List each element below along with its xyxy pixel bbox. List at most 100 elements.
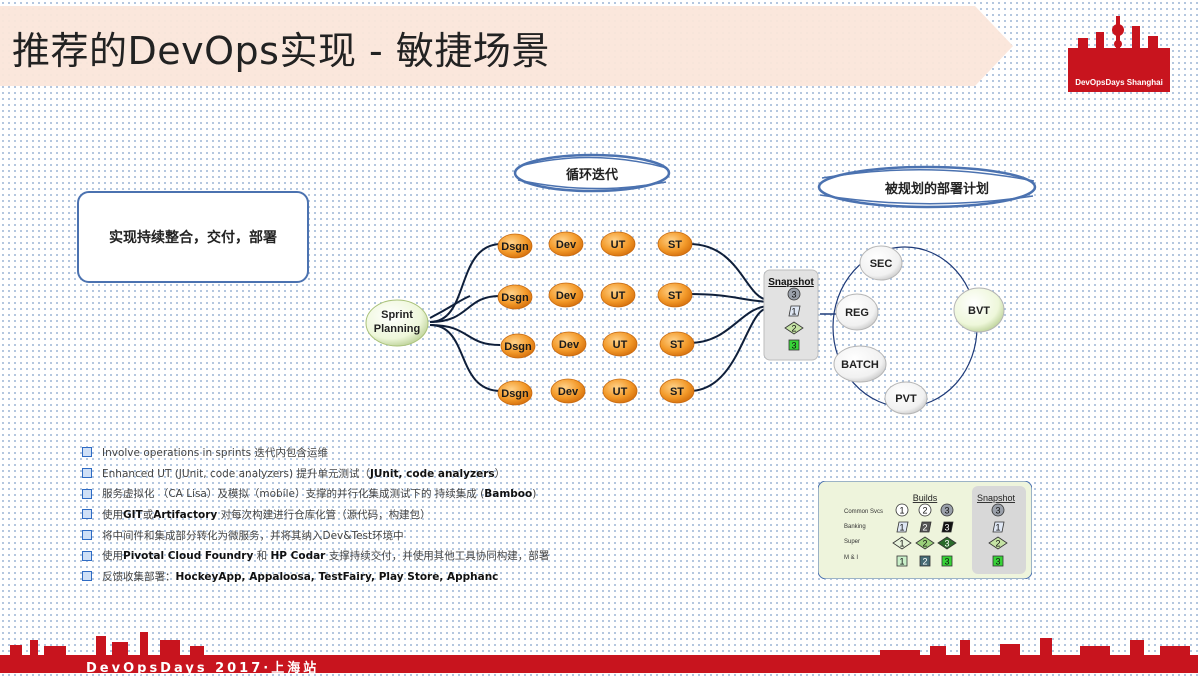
legend-snapshot-label: 1	[995, 523, 1000, 533]
legend-row-label: Super	[844, 539, 860, 545]
bullet-square-icon	[82, 488, 92, 499]
bullet-fragment: 将中间件和集成部分转化为微服务，并将其纳入Dev&Test环境中	[102, 529, 404, 542]
legend-build-item: 3	[941, 521, 954, 533]
stage-node: Dev	[550, 378, 586, 404]
stage-node: UT	[602, 331, 638, 357]
bullet-item: 使用GIT或Artifactory 对每次构建进行仓库化管（源代码，构建包）	[82, 504, 802, 525]
stage-node: Dev	[548, 231, 584, 257]
stage-node: ST	[657, 282, 693, 308]
stage-node: Dsgn	[497, 380, 533, 406]
bullet-emphasis: HP Codar	[270, 550, 326, 563]
stage-node-shape	[497, 233, 533, 259]
snapshot-item: 2	[784, 321, 804, 335]
stage-node-shape	[550, 378, 586, 404]
skyline-logo-icon	[1068, 16, 1170, 92]
bullet-item: 使用Pivotal Cloud Foundry 和 HP Codar 支撑持续交…	[82, 545, 802, 566]
stage-node-label: Dev	[558, 386, 579, 398]
stage-node: ST	[659, 331, 695, 357]
deploy-node-label: BATCH	[841, 359, 879, 371]
legend-build-label: 1	[899, 523, 904, 533]
stage-node-label: Dsgn	[504, 341, 532, 353]
snapshot-item-label: 3	[791, 290, 796, 300]
legend-snapshot-item: 1	[992, 521, 1005, 533]
legend-build-label: 2	[922, 523, 927, 533]
legend-snapshot-label: 3	[995, 506, 1000, 516]
legend-builds-label: Builds	[913, 493, 938, 503]
bullet-fragment: 使用	[102, 550, 123, 563]
iteration-banner-label: 循环迭代	[566, 167, 618, 182]
stage-node-shape	[600, 282, 636, 308]
stage-node-shape	[600, 231, 636, 257]
legend-build-label: 3	[944, 523, 949, 533]
legend-build-label: 2	[922, 557, 927, 567]
bullet-emphasis: Bamboo	[484, 488, 533, 501]
deploy-node: SEC	[859, 245, 903, 281]
deploy-node: BATCH	[833, 345, 887, 383]
goal-box-label: 实现持续整合，交付，部署	[109, 230, 277, 246]
title-band	[0, 6, 1013, 86]
bullet-text: 使用GIT或Artifactory 对每次构建进行仓库化管（源代码，构建包）	[102, 507, 431, 522]
stage-node-label: UT	[611, 290, 626, 302]
stage-node: UT	[602, 378, 638, 404]
bullet-square-icon	[82, 530, 92, 541]
legend-row-label: M & I	[844, 555, 858, 561]
stage-node-label: UT	[611, 239, 626, 251]
bullet-list: Involve operations in sprints 迭代内包含运维 Enh…	[82, 442, 802, 587]
bullet-fragment: 服务虚拟化 （CA Lisa）及模拟（mobile）支撑的并行化集成测试下的 持…	[102, 488, 485, 501]
stage-node: Dsgn	[497, 284, 533, 310]
legend-build-item: 3	[941, 555, 953, 567]
stage-node: Dev	[551, 331, 587, 357]
legend-build-item: 3	[937, 536, 957, 550]
iteration-banner: 循环迭代	[513, 153, 671, 193]
stage-node-label: Dev	[556, 290, 577, 302]
stage-node-shape	[548, 231, 584, 257]
stage-node-shape	[500, 333, 536, 359]
deploy-node-label: REG	[845, 307, 869, 319]
bullet-emphasis: HockeyApp, Appaloosa, TestFairy, Play St…	[175, 570, 499, 583]
stage-node-label: Dev	[559, 339, 580, 351]
footer-skyline	[0, 632, 1198, 673]
bullet-text: Enhanced UT (JUnit, code analyzers) 提升单元…	[102, 466, 505, 481]
bullet-item: Involve operations in sprints 迭代内包含运维	[82, 442, 802, 463]
sprint-planning-line2: Planning	[374, 323, 420, 335]
legend-build-item: 3	[940, 503, 954, 517]
stage-node-label: Dsgn	[501, 241, 529, 253]
legend-row-label: Common Svcs	[844, 509, 883, 515]
bullet-fragment: Enhanced UT (JUnit, code analyzers) 提升单元…	[102, 467, 370, 480]
legend-build-label: 2	[922, 539, 927, 549]
stage-node: Dsgn	[500, 333, 536, 359]
legend-build-item: 1	[896, 521, 909, 533]
stage-node-label: UT	[613, 339, 628, 351]
devopsdays-logo: DevOpsDays Shanghai	[1060, 12, 1178, 94]
legend-snapshot-label: 2	[995, 539, 1000, 549]
stage-node-label: ST	[668, 290, 682, 302]
bullet-fragment: 使用	[102, 508, 123, 521]
stage-node-shape	[548, 282, 584, 308]
bullet-fragment: 反馈收集部署：	[102, 570, 176, 583]
bullet-item: Enhanced UT (JUnit, code analyzers) 提升单元…	[82, 463, 802, 484]
bullet-fragment: 或	[142, 508, 154, 521]
deploy-node-label: SEC	[870, 258, 893, 270]
stage-node-label: ST	[668, 239, 682, 251]
legend-build-label: 3	[944, 557, 949, 567]
snapshot-item: 3	[787, 287, 801, 301]
snapshot-item: 3	[788, 339, 800, 351]
bullet-square-icon	[82, 468, 92, 479]
stage-node-label: Dev	[556, 239, 577, 251]
deploy-plan-banner-label: 被规划的部署计划	[884, 181, 989, 196]
sprint-lane: Dsgn Dev UT ST	[497, 282, 693, 310]
bullet-text: 服务虚拟化 （CA Lisa）及模拟（mobile）支撑的并行化集成测试下的 持…	[102, 486, 536, 501]
bullet-text: 使用Pivotal Cloud Foundry 和 HP Codar 支撑持续交…	[102, 548, 549, 563]
snapshot-label: Snapshot	[768, 277, 814, 288]
legend-snapshot-label: 3	[995, 557, 1000, 567]
builds-legend: Builds Snapshot Common SvcsBankingSuperM…	[818, 481, 1032, 579]
bullet-fragment: 支撑持续交付，并使用其他工具协同构建，部署	[325, 550, 550, 563]
bullet-fragment: ）	[494, 467, 506, 480]
snapshot-item: 1	[788, 305, 801, 317]
legend-build-label: 1	[899, 539, 904, 549]
legend-build-item: 1	[892, 536, 912, 550]
legend-snapshot-item: 2	[988, 536, 1008, 550]
